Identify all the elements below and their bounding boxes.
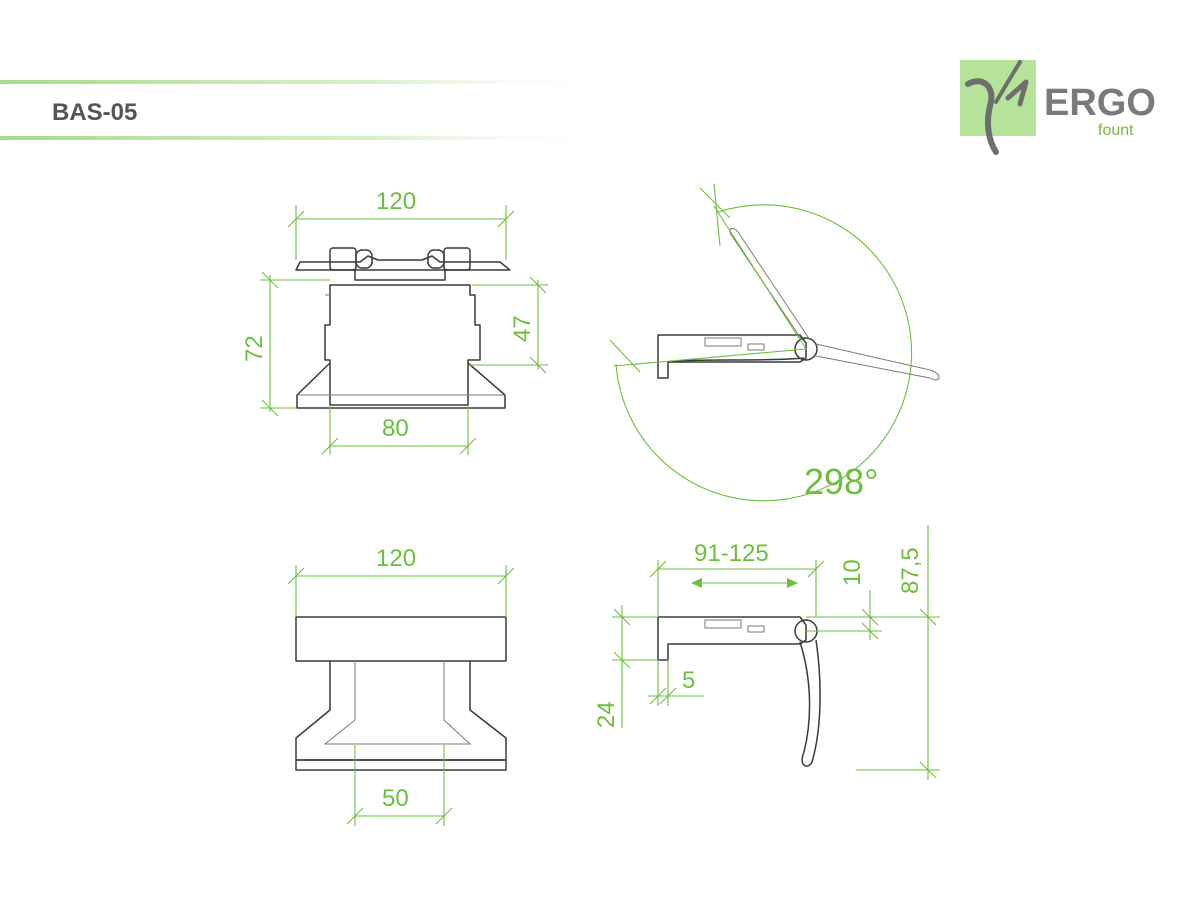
dim-label-87-5: 87,5 <box>897 547 924 594</box>
dim-width-120-bottom: 120 <box>287 545 515 617</box>
knob-right <box>443 247 471 271</box>
base <box>296 362 506 409</box>
side-view: 91-125 10 87,5 24 <box>593 525 940 780</box>
brand-name: ERGO <box>1044 82 1156 124</box>
angle-view: 298° <box>609 183 940 502</box>
arm-open <box>815 343 940 381</box>
ergofount-figure-icon <box>965 60 1029 155</box>
dim-height-87-5: 87,5 <box>816 525 940 780</box>
brand-logo: ERGO fount <box>960 60 1156 155</box>
side-clamp <box>657 616 807 661</box>
dim-label-47: 47 <box>509 315 536 342</box>
lower-base <box>295 661 507 761</box>
top-plate <box>295 616 507 662</box>
dim-clamp-range: 91-125 <box>649 540 825 617</box>
dim-label-72: 72 <box>241 335 268 362</box>
neck <box>354 270 446 281</box>
knob-left <box>329 247 357 271</box>
top-bar <box>295 255 511 271</box>
dim-label-80: 80 <box>382 415 409 442</box>
dim-label-120: 120 <box>376 188 416 215</box>
hinge <box>794 337 818 361</box>
dim-height-72: 72 <box>241 271 330 417</box>
header-band: BAS-05 <box>0 80 620 140</box>
angle-label: 298° <box>804 461 878 502</box>
dim-lip-5: 5 <box>648 660 704 706</box>
dim-label-91-125: 91-125 <box>694 540 769 567</box>
dim-thickness-10: 10 <box>806 559 882 640</box>
angle-arc <box>615 204 913 502</box>
clamp-jaw <box>657 334 807 379</box>
brand-sub: fount <box>1098 122 1134 139</box>
dim-width-50: 50 <box>346 745 453 826</box>
dim-label-120-bottom: 120 <box>376 545 416 572</box>
dim-label-50: 50 <box>382 785 409 812</box>
dim-height-24: 24 <box>593 605 658 728</box>
knob-left-cap <box>355 249 373 269</box>
top-view: 120 50 <box>287 545 515 826</box>
side-arm <box>799 639 821 767</box>
foot <box>295 759 507 771</box>
front-view: 120 72 47 80 <box>241 188 548 455</box>
model-title: BAS-05 <box>52 99 137 126</box>
knob-right-cap <box>427 249 445 269</box>
dim-label-10: 10 <box>839 559 866 586</box>
body <box>324 284 481 406</box>
dim-label-5: 5 <box>682 667 695 694</box>
dim-height-47: 47 <box>470 276 548 374</box>
dim-width-80: 80 <box>321 405 477 455</box>
dim-label-24: 24 <box>593 701 620 728</box>
arm-raised <box>729 228 811 341</box>
dim-width-120: 120 <box>287 188 515 260</box>
